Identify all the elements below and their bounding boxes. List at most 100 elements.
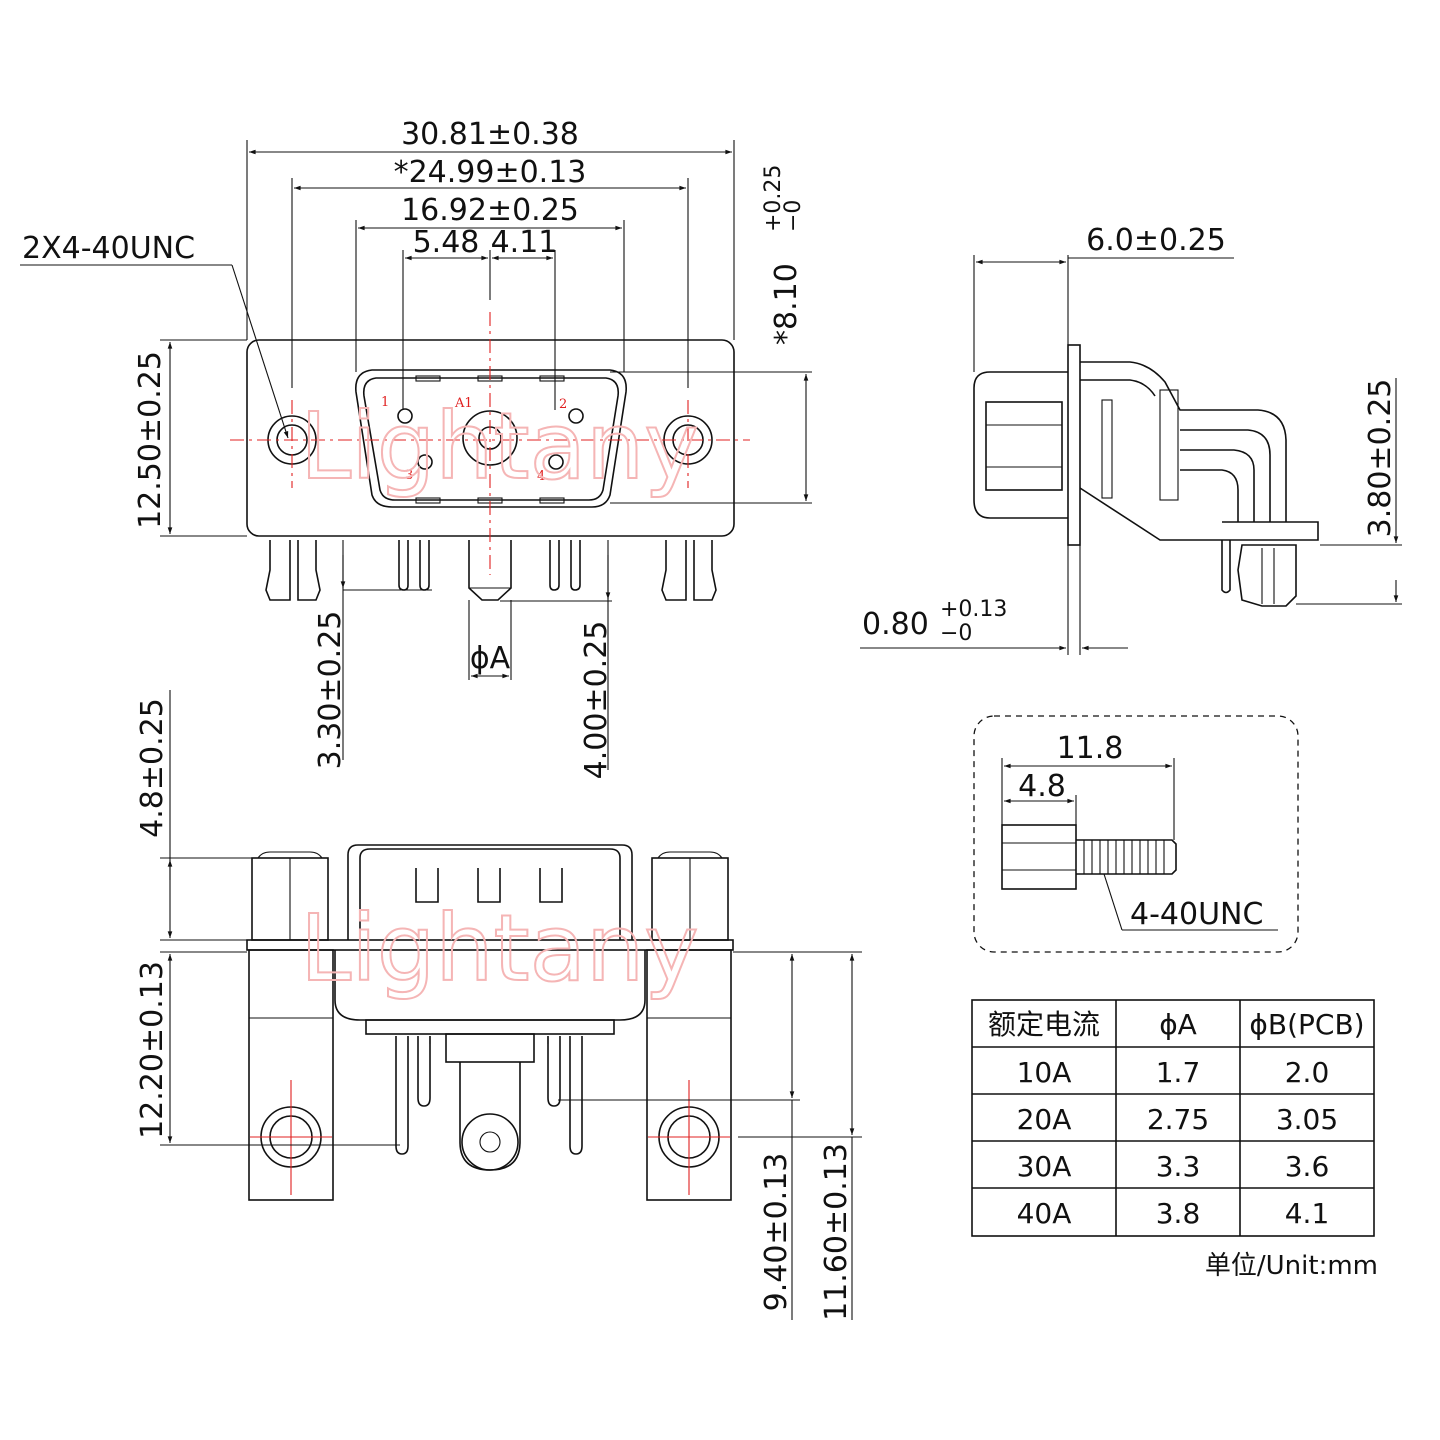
screw-hex-head: [1001, 824, 1077, 890]
top-pin-4: [547, 1036, 561, 1107]
dim-flange-tol-minus: −0: [940, 621, 972, 646]
dim-flange-tol-plus: +0.13: [940, 597, 1007, 622]
dim-lock-height: 3.80±0.25: [1363, 379, 1398, 538]
pin-label-1: 1: [381, 395, 389, 410]
signal-pin-4: [548, 454, 564, 470]
board-lock-left: [265, 540, 321, 601]
dim-plate-height: 12.50±0.25: [133, 351, 168, 529]
dim-mount-depth: 12.20±0.13: [135, 961, 170, 1139]
table-cell: 4.1: [1285, 1197, 1330, 1230]
table-cell: 3.6: [1285, 1150, 1330, 1183]
top-shell-outer: [347, 844, 633, 940]
detail-box: [973, 715, 1299, 953]
table-cell: 3.3: [1156, 1150, 1201, 1183]
dim-overall-width: 30.81±0.38: [401, 117, 579, 152]
dim-signal-pin-length: 3.30±0.25: [313, 611, 348, 770]
top-pin-3: [417, 1036, 431, 1107]
side-hex-nut: [985, 401, 1063, 491]
side-insulator: [1101, 399, 1113, 499]
dim-nut-height: 4.8±0.25: [135, 698, 170, 838]
front-dimple: [539, 375, 565, 382]
side-view: [973, 344, 1319, 607]
screw-thread: [1076, 839, 1177, 875]
dim-shell-height-tol: +0.25: [761, 165, 786, 232]
table-cell: 30A: [1017, 1150, 1072, 1183]
dim-pin-right: 4.11: [491, 225, 558, 260]
power-contact-a1: [462, 410, 518, 466]
side-hex-nut-body: [973, 371, 1068, 519]
top-power-base: [445, 1033, 535, 1063]
top-pin-2: [569, 1036, 583, 1155]
dim-shell-height: *8.10: [769, 263, 804, 345]
signal-pin-3: [417, 454, 433, 470]
table-cell: 2.0: [1285, 1056, 1330, 1089]
top-pin-1: [395, 1036, 409, 1155]
side-contact-bend-2: [1180, 449, 1255, 522]
top-insulator-base: [365, 1019, 615, 1035]
watermark-top: Lightany: [300, 895, 699, 1002]
signal-pin-2: [568, 408, 584, 424]
side-dimensions: 6.0±0.25 0.80 +0.13 −0 3.80±0.25: [860, 223, 1402, 655]
table-header-phi-b: ϕB(PCB): [1249, 1008, 1364, 1041]
power-pin-front: [468, 540, 512, 601]
table-header-current: 额定电流: [988, 1008, 1100, 1041]
side-contact-bend-3: [1180, 469, 1239, 522]
watermark-front: Lightany: [300, 393, 699, 500]
dim-screw-head: 4.8: [1018, 769, 1066, 804]
pin-label-2: 2: [559, 397, 567, 412]
front-view: 1 A1 2 3 4: [230, 312, 750, 601]
dim-power-pin-length: 4.00±0.25: [579, 621, 614, 780]
current-table: 额定电流 ϕA ϕB(PCB) 10A 1.7 2.0 20A 2.75 3.0…: [971, 999, 1378, 1281]
front-d-sub-inner: [362, 377, 620, 501]
front-dimple: [539, 497, 565, 504]
dim-shell-height-tol-minus: −0: [781, 200, 806, 232]
pin-label-a1: A1: [454, 396, 473, 411]
table-cell: 10A: [1017, 1056, 1072, 1089]
dim-screw-length: 11.8: [1057, 731, 1124, 766]
dim-nut-depth: 6.0±0.25: [1086, 223, 1226, 258]
top-bracket-left: [248, 949, 334, 1201]
front-dimensions: 30.81±0.38 *24.99±0.13 16.92±0.25 5.48 4…: [20, 117, 812, 779]
side-board-lock: [1237, 544, 1297, 607]
top-contact-slots: [415, 868, 563, 903]
top-dimensions: 4.8±0.25 12.20±0.13 9.40±0.13 11.60±0.13: [135, 690, 862, 1321]
table-header-phi-a: ϕA: [1159, 1008, 1197, 1041]
front-dimple: [415, 497, 441, 504]
label-screw-thread: 4-40UNC: [1130, 897, 1263, 932]
pin-label-3: 3: [405, 468, 413, 483]
table-cell: 3.8: [1156, 1197, 1201, 1230]
table-cell: 3.05: [1276, 1103, 1338, 1136]
dim-pin-row-1: 9.40±0.13: [759, 1153, 794, 1312]
side-contact-bend-1: [1180, 429, 1271, 522]
side-body-block: [1159, 389, 1179, 501]
front-d-sub-outer: [355, 369, 627, 508]
table-cell: 1.7: [1156, 1056, 1201, 1089]
signal-pins-right: [549, 540, 581, 591]
side-pin: [1221, 540, 1231, 594]
side-flange: [1067, 344, 1081, 546]
label-thread-front: 2X4-40UNC: [22, 231, 195, 266]
top-power-pin-end: [461, 1113, 519, 1171]
table-cell: 20A: [1017, 1103, 1072, 1136]
dim-shell-width: 16.92±0.25: [401, 193, 579, 228]
dim-flange-thickness: 0.80: [862, 607, 929, 642]
unit-note: 单位/Unit:mm: [1205, 1251, 1378, 1281]
dim-pin-left: 5.48: [413, 225, 480, 260]
top-view: [246, 844, 734, 1201]
top-shell-inner: [359, 848, 621, 940]
side-shell-inner: [1080, 379, 1156, 397]
table-frame: [971, 999, 1375, 1237]
board-lock-right: [661, 540, 717, 601]
side-bracket: [1079, 487, 1319, 541]
dim-phi-a: ϕA: [470, 641, 511, 676]
top-power-pin: [459, 1062, 521, 1171]
table-cell: 2.75: [1147, 1103, 1209, 1136]
signal-pins-left: [398, 540, 430, 591]
dim-hole-spacing: *24.99±0.13: [394, 155, 587, 190]
table-cell: 40A: [1017, 1197, 1072, 1230]
top-flange: [246, 939, 734, 951]
top-bracket-right: [646, 949, 732, 1201]
front-dimple: [415, 375, 441, 382]
